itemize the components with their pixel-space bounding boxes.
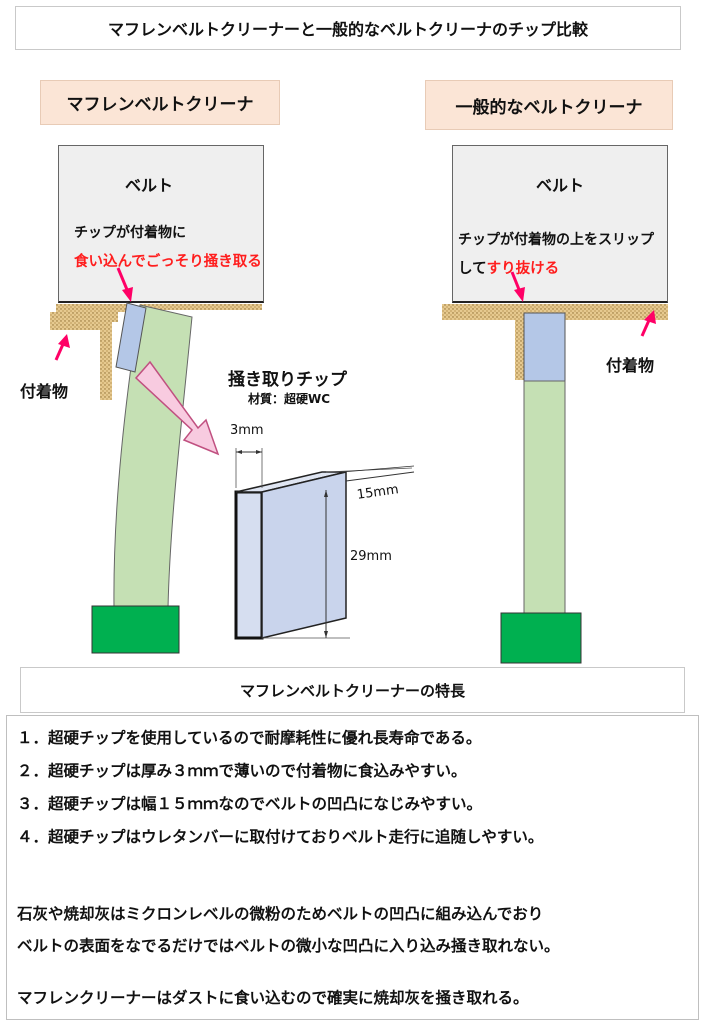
left-desc-line1: チップが付着物に <box>74 225 186 241</box>
right-deposit-label: 付着物 <box>606 356 655 375</box>
chip-material: 材質：超硬WC <box>248 392 331 406</box>
left-belt <box>58 145 264 303</box>
feature-item-1: １．超硬チップを使用しているので耐摩耗性に優れ長寿命である。 <box>17 729 482 747</box>
pink-arrow-deposit-right <box>644 310 656 324</box>
right-belt-label: ベルト <box>536 176 585 195</box>
right-urethane-bar <box>523 380 566 615</box>
right-desc-prefix: して <box>458 261 487 277</box>
right-desc-line1: チップが付着物の上をスリップ <box>458 232 654 248</box>
left-deposit-label: 付着物 <box>20 382 69 401</box>
right-label: 一般的なベルトクリーナ <box>425 80 673 130</box>
features-heading: マフレンベルトクリーナーの特長 <box>20 667 685 713</box>
pink-arrow-deposit-left <box>58 334 70 348</box>
left-desc-line2: 食い込んでごっそり掻き取る <box>74 254 262 270</box>
left-base <box>91 605 180 654</box>
enlarge-arrow <box>134 360 220 456</box>
right-desc-red: すり抜ける <box>486 261 560 277</box>
right-belt <box>452 145 668 303</box>
feature-item-2: ２．超硬チップは厚み３ｍｍで薄いので付着物に食込みやすい。 <box>17 762 467 780</box>
pink-arrow-slip <box>514 287 525 302</box>
pink-arrow-chip <box>122 287 133 302</box>
chip-dim-thickness: 3mm <box>230 423 264 438</box>
right-base <box>500 612 582 664</box>
chip-front <box>234 490 264 640</box>
page-title: マフレンベルトクリーナーと一般的なベルトクリーナのチップ比較 <box>15 6 681 50</box>
left-deposit <box>50 304 128 400</box>
right-desc-line2: してすり抜ける <box>458 257 559 278</box>
features-body: １．超硬チップを使用しているので耐摩耗性に優れ長寿命である。 ２．超硬チップは厚… <box>6 715 699 1020</box>
left-label: マフレンベルトクリーナ <box>40 80 280 125</box>
left-belt-label: ベルト <box>125 176 174 195</box>
left-chip <box>115 302 147 373</box>
feature-item-3: ３．超硬チップは幅１５ｍｍなのでベルトの凹凸になじみやすい。 <box>17 795 483 813</box>
feature-item-4: ４．超硬チップはウレタンバーに取付けておりベルト走行に追随しやすい。 <box>17 828 544 846</box>
explanation-line-2: ベルトの表面をなでるだけではベルトの微小な凹凸に入り込み掻き取れない。 <box>17 937 560 955</box>
chip-side <box>261 471 347 639</box>
chip-dim-height: 29mm <box>350 549 392 564</box>
explanation-line-1: 石灰や焼却灰はミクロンレベルの微粉のためベルトの凹凸に組み込んでおり <box>17 905 544 923</box>
chip-title: 掻き取りチップ <box>228 370 347 390</box>
right-chip <box>523 312 566 382</box>
conclusion-line: マフレンクリーナーはダストに食い込むので確実に焼却灰を掻き取れる。 <box>17 989 529 1007</box>
